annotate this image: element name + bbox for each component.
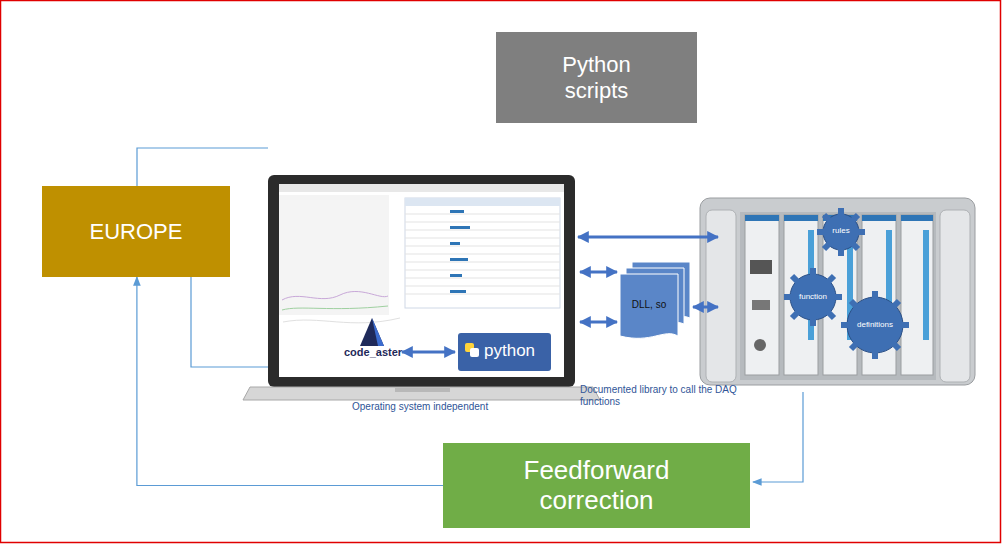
process-box: Feedforward correction	[443, 443, 750, 528]
logo-text: python	[484, 341, 548, 361]
node-text: Feedforward correction	[497, 456, 697, 516]
region-box: EUROPE	[42, 186, 230, 277]
document-stack	[620, 262, 690, 338]
node-text: Python scripts	[537, 52, 657, 103]
caption-note: Operating system independent	[352, 401, 522, 413]
gear-text: definitions	[849, 320, 901, 330]
daq-device	[700, 198, 975, 385]
laptop-illustration	[243, 175, 600, 400]
process-box: Python scripts	[496, 32, 697, 123]
library-document: DLL, so	[620, 290, 678, 320]
data-links	[137, 148, 803, 482]
caption-note: Documented library to call the DAQ funct…	[580, 384, 750, 408]
gear-text: rules	[826, 226, 856, 236]
node-text: DLL, so	[632, 299, 666, 311]
node-text: EUROPE	[90, 219, 183, 244]
connector	[137, 277, 443, 486]
logo-text: code_aster	[344, 346, 414, 359]
gear-text: function	[791, 292, 835, 302]
